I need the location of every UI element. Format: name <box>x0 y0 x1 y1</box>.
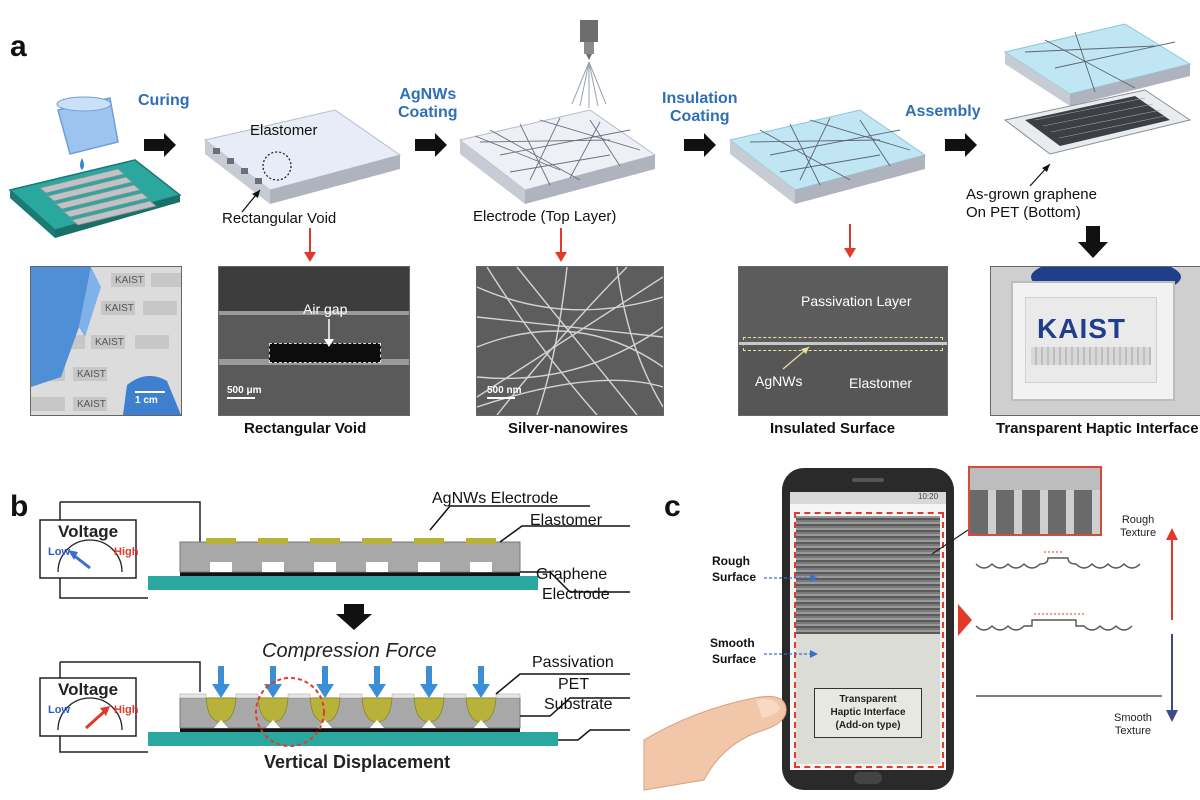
sem-insulated-surface: Passivation Layer AgNWs Elastomer <box>738 266 948 416</box>
air-gap-arrow <box>324 319 334 347</box>
electrode-label-b: Electrode <box>542 586 610 603</box>
rectangular-void-label: Rectangular Void <box>222 210 337 227</box>
inset-line3: (Add-on type) <box>835 720 901 731</box>
rough-surface-label-2: Surface <box>712 570 757 584</box>
step-assembly-label: Assembly <box>905 103 981 120</box>
void-pointer <box>241 189 261 213</box>
graphene-label-1: As-grown graphene <box>966 186 1097 203</box>
agnws-pointer <box>782 346 810 370</box>
passivation-layer-label: Passivation Layer <box>801 293 912 309</box>
red-arrow-2 <box>555 228 567 262</box>
smooth-surface-label-2: Surface <box>712 652 757 666</box>
air-gap-label: Air gap <box>303 301 348 317</box>
scale-label-500nm: 500 nm <box>487 385 522 396</box>
finger-illustration <box>643 695 787 791</box>
inset-line1: Transparent <box>839 694 897 705</box>
step-agnws-line1: AgNWs <box>399 86 457 103</box>
stack-after <box>39 661 630 753</box>
smooth-surface-label-1: Smooth <box>710 636 755 650</box>
low-label-top: Low <box>48 546 70 558</box>
scale-label-500um-1: 500 μm <box>227 385 262 396</box>
vertical-displacement-label: Vertical Displacement <box>264 752 451 772</box>
transition-down-arrow <box>336 604 372 630</box>
rough-texture-line2: Texture <box>1120 527 1157 539</box>
smooth-texture-line1: Smooth <box>1114 712 1152 724</box>
smartphone: 10:20 Transparent Haptic Interface (Add-… <box>782 468 954 790</box>
step-ins-line2: Coating <box>670 108 730 125</box>
scale-bar-1cm <box>135 391 165 393</box>
high-label-bottom: High <box>114 704 139 716</box>
surface-pointers <box>764 574 818 658</box>
black-down-arrow <box>1078 226 1108 258</box>
elastomer-sem-label: Elastomer <box>849 375 913 391</box>
high-label-top: High <box>114 546 139 558</box>
substrate-label-b: Substrate <box>544 696 613 713</box>
pet-label-b: PET <box>558 676 590 693</box>
kaist-tag: KAIST <box>115 275 144 286</box>
step-agnws-line2: Coating <box>398 104 458 121</box>
elastomer-label: Elastomer <box>250 122 318 139</box>
kaist-tag-3: KAIST <box>95 337 124 348</box>
spray-nozzle-icon <box>571 20 607 108</box>
mold-illustration <box>8 96 182 238</box>
process-arrow-4 <box>945 133 977 157</box>
home-button-icon <box>854 772 882 784</box>
step-curing-label: Curing <box>138 92 190 109</box>
passivation-label-b: Passivation <box>532 654 614 671</box>
assembly-illustration <box>1003 23 1192 155</box>
panel-label-a: a <box>10 30 27 63</box>
zoom-leader <box>931 529 969 555</box>
panel-label-b: b <box>10 490 29 523</box>
step-ins-line1: Insulation <box>662 90 738 107</box>
texture-profiles <box>958 528 1178 722</box>
agnws-sem-label: AgNWs <box>755 373 803 389</box>
photo-kaist-film: KAIST KAIST KAIST KAIST KAIST 1 cm <box>30 266 182 416</box>
red-arrow-3 <box>844 224 856 258</box>
elastomer-block <box>203 109 402 204</box>
compression-force-label: Compression Force <box>262 640 437 662</box>
photo-haptic-device: KAIST <box>990 266 1200 416</box>
agnws-electrode-label: AgNWs Electrode <box>432 490 559 507</box>
elastomer-label-b: Elastomer <box>530 512 603 529</box>
kaist-tag-5: KAIST <box>77 399 106 410</box>
graphene-label-2: On PET (Bottom) <box>966 204 1081 221</box>
caption-silver-nanowires: Silver-nanowires <box>508 420 629 437</box>
smooth-texture-label: Smooth Texture <box>1114 712 1152 738</box>
panel-label-c: c <box>664 490 681 523</box>
process-arrow-3 <box>684 133 716 157</box>
graphene-pointer <box>1029 163 1051 187</box>
voltage-label-top: Voltage <box>58 522 119 541</box>
step-insulation-label: Insulation Coating <box>662 90 738 126</box>
voltage-label-bottom: Voltage <box>58 680 119 699</box>
status-time: 10:20 <box>918 492 939 501</box>
scale-label-1cm: 1 cm <box>135 395 158 406</box>
process-arrow-2 <box>415 133 447 157</box>
process-arrow-1 <box>144 133 176 157</box>
insulated-block <box>728 109 927 204</box>
smooth-texture-line2: Texture <box>1114 725 1151 737</box>
caption-haptic-interface: Transparent Haptic Interface <box>996 420 1199 437</box>
stack-before <box>39 501 630 599</box>
electrode-top-layer-label: Electrode (Top Layer) <box>473 208 617 225</box>
caption-insulated-surface: Insulated Surface <box>770 420 896 437</box>
haptic-inset-box: Transparent Haptic Interface (Add-on typ… <box>814 688 922 738</box>
phone-speaker-icon <box>852 478 884 482</box>
step-agnws-label: AgNWs Coating <box>398 86 458 122</box>
red-arrow-1 <box>304 228 316 262</box>
agnw-coated-block <box>458 109 657 204</box>
kaist-logo: KAIST <box>1037 313 1126 344</box>
inset-line2: Haptic Interface <box>830 707 906 718</box>
kaist-tag-2: KAIST <box>105 303 134 314</box>
caption-rectangular-void: Rectangular Void <box>244 420 367 437</box>
sem-rectangular-void: Air gap 500 μm <box>218 266 410 416</box>
graphene-label-b: Graphene <box>536 566 608 583</box>
low-label-bottom: Low <box>48 704 70 716</box>
sem-silver-nanowires: 500 nm <box>476 266 664 416</box>
zoom-inset <box>968 466 1102 536</box>
rough-texture-line1: Rough <box>1121 514 1155 526</box>
rough-surface-label-1: Rough <box>712 554 750 568</box>
beaker-icon <box>56 96 119 170</box>
kaist-tag-4: KAIST <box>77 369 106 380</box>
rough-texture-label: Rough Texture <box>1120 514 1156 540</box>
